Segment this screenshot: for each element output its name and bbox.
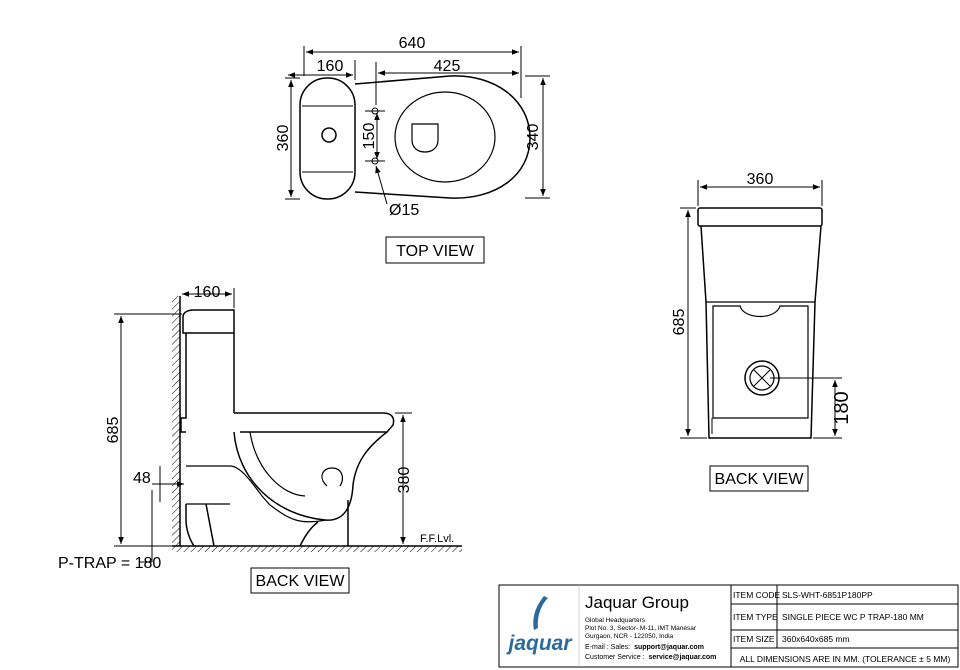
back-cutout [712, 305, 809, 419]
dim-top-425: 425 [434, 58, 461, 75]
service-contact: Customer Service : service@jaquar.com [585, 654, 716, 661]
top-bowl-outline [354, 75, 531, 199]
logo-wordmark: jaquar [505, 632, 573, 655]
back-lid [697, 207, 823, 227]
item-code-label: ITEM CODE [733, 590, 781, 600]
back-view-title-box [709, 465, 809, 492]
side-tank-body [180, 333, 235, 433]
top-tank-outline [299, 77, 356, 200]
item-type-label: ITEM TYPE [733, 612, 778, 622]
item-code-value: SLS-WHT-6851P180PP [782, 590, 873, 600]
dim-top-360: 360 [275, 125, 292, 152]
dim-top-dia15: Ø15 [389, 202, 419, 219]
jaquar-logo: jaquar [505, 596, 573, 655]
top-bowl-outlet [411, 123, 439, 153]
back-view-title: BACK VIEW [715, 471, 805, 488]
dim-top-340: 340 [525, 124, 542, 151]
side-tank-lid [182, 309, 235, 334]
side-bowl-body [233, 431, 388, 521]
side-seat [234, 412, 395, 433]
back-view-text: 360 685 180 BACK VIEW [671, 171, 853, 488]
item-size-label: ITEM SIZE [733, 634, 775, 644]
side-base [185, 500, 349, 547]
service-label: Customer Service : [585, 654, 645, 661]
dimensions-note: ALL DIMENSIONS ARE IN MM. (TOLERANCE ± 5… [740, 654, 951, 664]
company-name: Jaquar Group [585, 593, 689, 612]
dim-top-160: 160 [317, 58, 344, 75]
dim-side-685: 685 [105, 417, 122, 444]
side-trap-outlet [186, 465, 327, 523]
top-view-text: 640 160 425 360 340 150 Ø15 TOP VIEW [275, 35, 542, 260]
title-block [498, 584, 959, 668]
back-body [700, 225, 822, 439]
dim-back-360: 360 [747, 171, 774, 188]
sales-email[interactable]: support@jaquar.com [634, 644, 704, 651]
side-view-title-box [250, 567, 350, 594]
top-flush-button [321, 127, 337, 143]
sales-contact: E-mail : Sales: support@jaquar.com [585, 644, 704, 651]
dim-side-160: 160 [194, 284, 221, 301]
dim-top-150: 150 [361, 123, 378, 150]
logo-swoosh-icon [533, 596, 548, 630]
side-view-text: 160 685 48 380 P-TRAP = 180 F.F.Lvl. BAC… [58, 284, 454, 590]
service-email[interactable]: service@jaquar.com [648, 654, 716, 661]
dim-side-ptrap: P-TRAP = 180 [58, 555, 161, 572]
address-line-1: Global Headquarters [585, 617, 646, 624]
item-type-value: SINGLE PIECE WC P TRAP-180 MM [782, 612, 924, 622]
back-view [697, 207, 823, 439]
side-wall-hatch [172, 296, 180, 546]
dim-side-380: 380 [396, 467, 413, 494]
dim-back-180: 180 [831, 391, 853, 424]
address-line-3: Gurgaon, NCR - 122050, India [585, 633, 674, 640]
item-size-value: 360x640x685 mm [782, 634, 850, 644]
top-view-title-box [385, 236, 485, 264]
floor-level-label: F.F.Lvl. [420, 533, 454, 545]
address-line-2: Plot No. 3, Sector- M-11, IMT Manesar [585, 625, 697, 632]
top-view [299, 75, 531, 200]
dim-back-685: 685 [671, 309, 688, 336]
dim-side-48: 48 [133, 470, 151, 487]
top-bowl-inner [394, 91, 496, 183]
title-block-text: Jaquar Group Global Headquarters Plot No… [585, 590, 950, 664]
side-bowl-inner [249, 431, 343, 497]
back-view-dimensions [680, 180, 842, 492]
side-floor-hatch [172, 546, 462, 552]
sales-label: E-mail : Sales: [585, 644, 630, 651]
side-view-title: BACK VIEW [256, 573, 346, 590]
top-view-dimensions [285, 46, 550, 264]
side-view [172, 296, 462, 552]
top-view-title: TOP VIEW [396, 243, 475, 260]
dim-top-640: 640 [399, 35, 426, 52]
side-view-dimensions [114, 288, 412, 594]
